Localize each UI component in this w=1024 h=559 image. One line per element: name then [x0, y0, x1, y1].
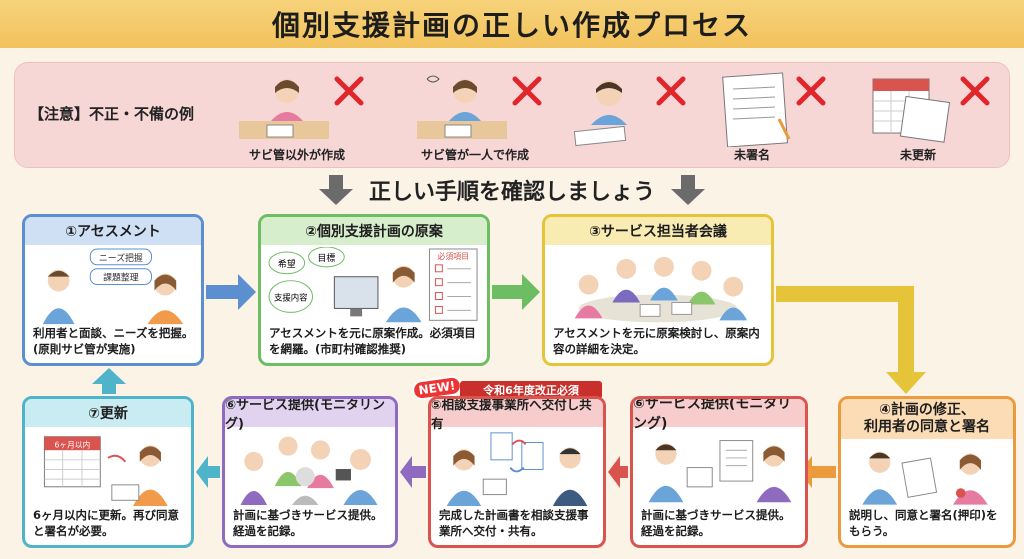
step-4-consent-signature: ④計画の修正、 利用者の同意と署名 説明し、同意と署名(押印)をもらう。 — [838, 396, 1016, 548]
page-title: 個別支援計画の正しい作成プロセス — [0, 0, 1024, 48]
arrow-3-to-4 — [776, 286, 926, 394]
warning-example-5: 未更新 — [863, 69, 1003, 165]
step-title: ⑦更新 — [25, 399, 191, 427]
warning-example-caption: サビ管以外が作成 — [248, 148, 345, 162]
bubble-needs: ニーズ把握 — [99, 252, 143, 264]
arrow-6-to-7 — [400, 456, 426, 488]
memo-required-items: 必須項目 — [437, 251, 469, 261]
bubble-issues: 課題整理 — [103, 272, 139, 284]
warning-example-2: サビ管が一人で作成 — [405, 69, 545, 165]
step-5-share-document: ⑤相談支援事業所へ交付し共有 完成した計画書を相談支援事業所へ交付・共有。 — [428, 396, 606, 548]
update-illustration: 6ヶ月以内 — [43, 436, 168, 507]
step-title: ②個別支援計画の原案 — [261, 217, 487, 245]
step-title: ⑥サービス提供(モニタリング) — [633, 399, 805, 432]
meeting-people — [574, 256, 748, 321]
bubble-hope: 希望 — [278, 258, 296, 270]
cross-icon — [796, 76, 826, 106]
step-title: ①アセスメント — [25, 217, 201, 245]
warning-panel: 【注意】不正・不備の例 サビ管以外が作成 サビ管が一人で作成 — [14, 62, 1010, 168]
bubble-goal: 目標 — [318, 252, 336, 264]
step-description: アセスメントを元に原案検討し、原案内容の詳細を決定。 — [553, 326, 760, 356]
step-title: ④計画の修正、 利用者の同意と署名 — [841, 399, 1013, 439]
warning-label: 【注意】不正・不備の例 — [29, 105, 195, 123]
warning-example-caption: 未更新 — [899, 148, 936, 162]
step-title-line2: 利用者の同意と署名 — [864, 419, 990, 435]
person-thinking-icon — [573, 80, 627, 147]
calendar-icon — [872, 78, 951, 143]
calendar-label: 6ヶ月以内 — [55, 439, 91, 449]
warning-example-caption: 未署名 — [733, 148, 770, 162]
document-exchange-illustration — [446, 432, 588, 507]
subtitle-row: 正しい手順を確認しましょう — [0, 172, 1024, 208]
step-description: 利用者と面談、ニーズを把握。(原則サビ管が実施) — [33, 326, 194, 356]
step-title: ⑥サービス提供(モニタリング) — [225, 399, 395, 432]
bubble-support: 支援内容 — [274, 293, 308, 303]
cross-icon — [334, 76, 364, 106]
step-3-service-meeting: ③サービス担当者会議 アセスメントを元に原案検討し、原案内容の詳細を決定。 — [542, 214, 774, 366]
interview-illustration: ニーズ把握 課題整理 — [42, 248, 184, 325]
drafting-illustration: 希望 目標 支援内容 必須項目 — [268, 247, 478, 323]
arrow-7-to-8 — [196, 456, 220, 488]
step-title: ⑤相談支援事業所へ交付し共有 — [431, 399, 603, 431]
arrow-4-to-5 — [800, 456, 836, 488]
reform-required-label: 令和6年度改正必須 — [460, 381, 602, 399]
step-title: ③サービス担当者会議 — [545, 217, 771, 245]
step-description: アセスメントを元に原案作成。必須項目を網羅。(市町村確認推奨) — [269, 326, 476, 356]
step-service-provision-right: ⑥サービス提供(モニタリング) 計画に基づきサービス提供。経過を記録。 — [630, 396, 808, 548]
step-description: 完成した計画書を相談支援事業所へ交付・共有。 — [439, 508, 589, 538]
step-description: 説明し、同意と署名(押印)をもらう。 — [849, 508, 998, 538]
step-service-provision-left: ⑥サービス提供(モニタリング) 計画に基づきサービス提供。経過を記録。 — [222, 396, 398, 548]
arrow-8-to-1 — [92, 368, 126, 394]
meeting-illustration — [574, 256, 748, 323]
arrow-2-to-3 — [492, 274, 540, 310]
person-writing-icon — [239, 79, 329, 139]
step-7-update: ⑦更新 6ヶ月以内 6ヶ月以内に更新。再び同意と署名が必要。 — [22, 396, 194, 548]
group-service-illustration — [240, 436, 378, 506]
warning-example-4: 未署名 — [715, 69, 855, 165]
down-arrow-icon — [671, 175, 705, 205]
cross-icon — [656, 76, 686, 106]
cross-icon — [960, 76, 990, 106]
signing-illustration — [862, 451, 988, 505]
step-description: 計画に基づきサービス提供。経過を記録。 — [641, 508, 791, 538]
person-alone-icon — [417, 75, 507, 139]
arrow-1-to-2 — [206, 274, 256, 310]
step-description: 計画に基づきサービス提供。経過を記録。 — [233, 508, 383, 538]
arrow-5-to-6 — [608, 456, 628, 488]
cross-icon — [512, 76, 542, 106]
service-illustration — [648, 440, 792, 503]
step-title-line1: ④計画の修正、 — [879, 402, 975, 418]
step-description: 6ヶ月以内に更新。再び同意と署名が必要。 — [33, 508, 180, 538]
warning-example-caption: サビ管が一人で作成 — [420, 148, 529, 162]
subtitle-text: 正しい手順を確認しましょう — [368, 180, 655, 205]
unsigned-document-icon — [722, 72, 791, 148]
step-2-draft-plan: ②個別支援計画の原案 希望 目標 支援内容 必須項目 アセスメントを元に原案作成… — [258, 214, 490, 366]
step-1-assessment: ①アセスメント ニーズ把握 課題整理 利用者と面談、ニーズを把握。(原則サビ管が… — [22, 214, 204, 366]
warning-example-1: サビ管以外が作成 — [227, 69, 367, 165]
warning-example-3 — [555, 69, 695, 165]
down-arrow-icon — [318, 175, 353, 205]
